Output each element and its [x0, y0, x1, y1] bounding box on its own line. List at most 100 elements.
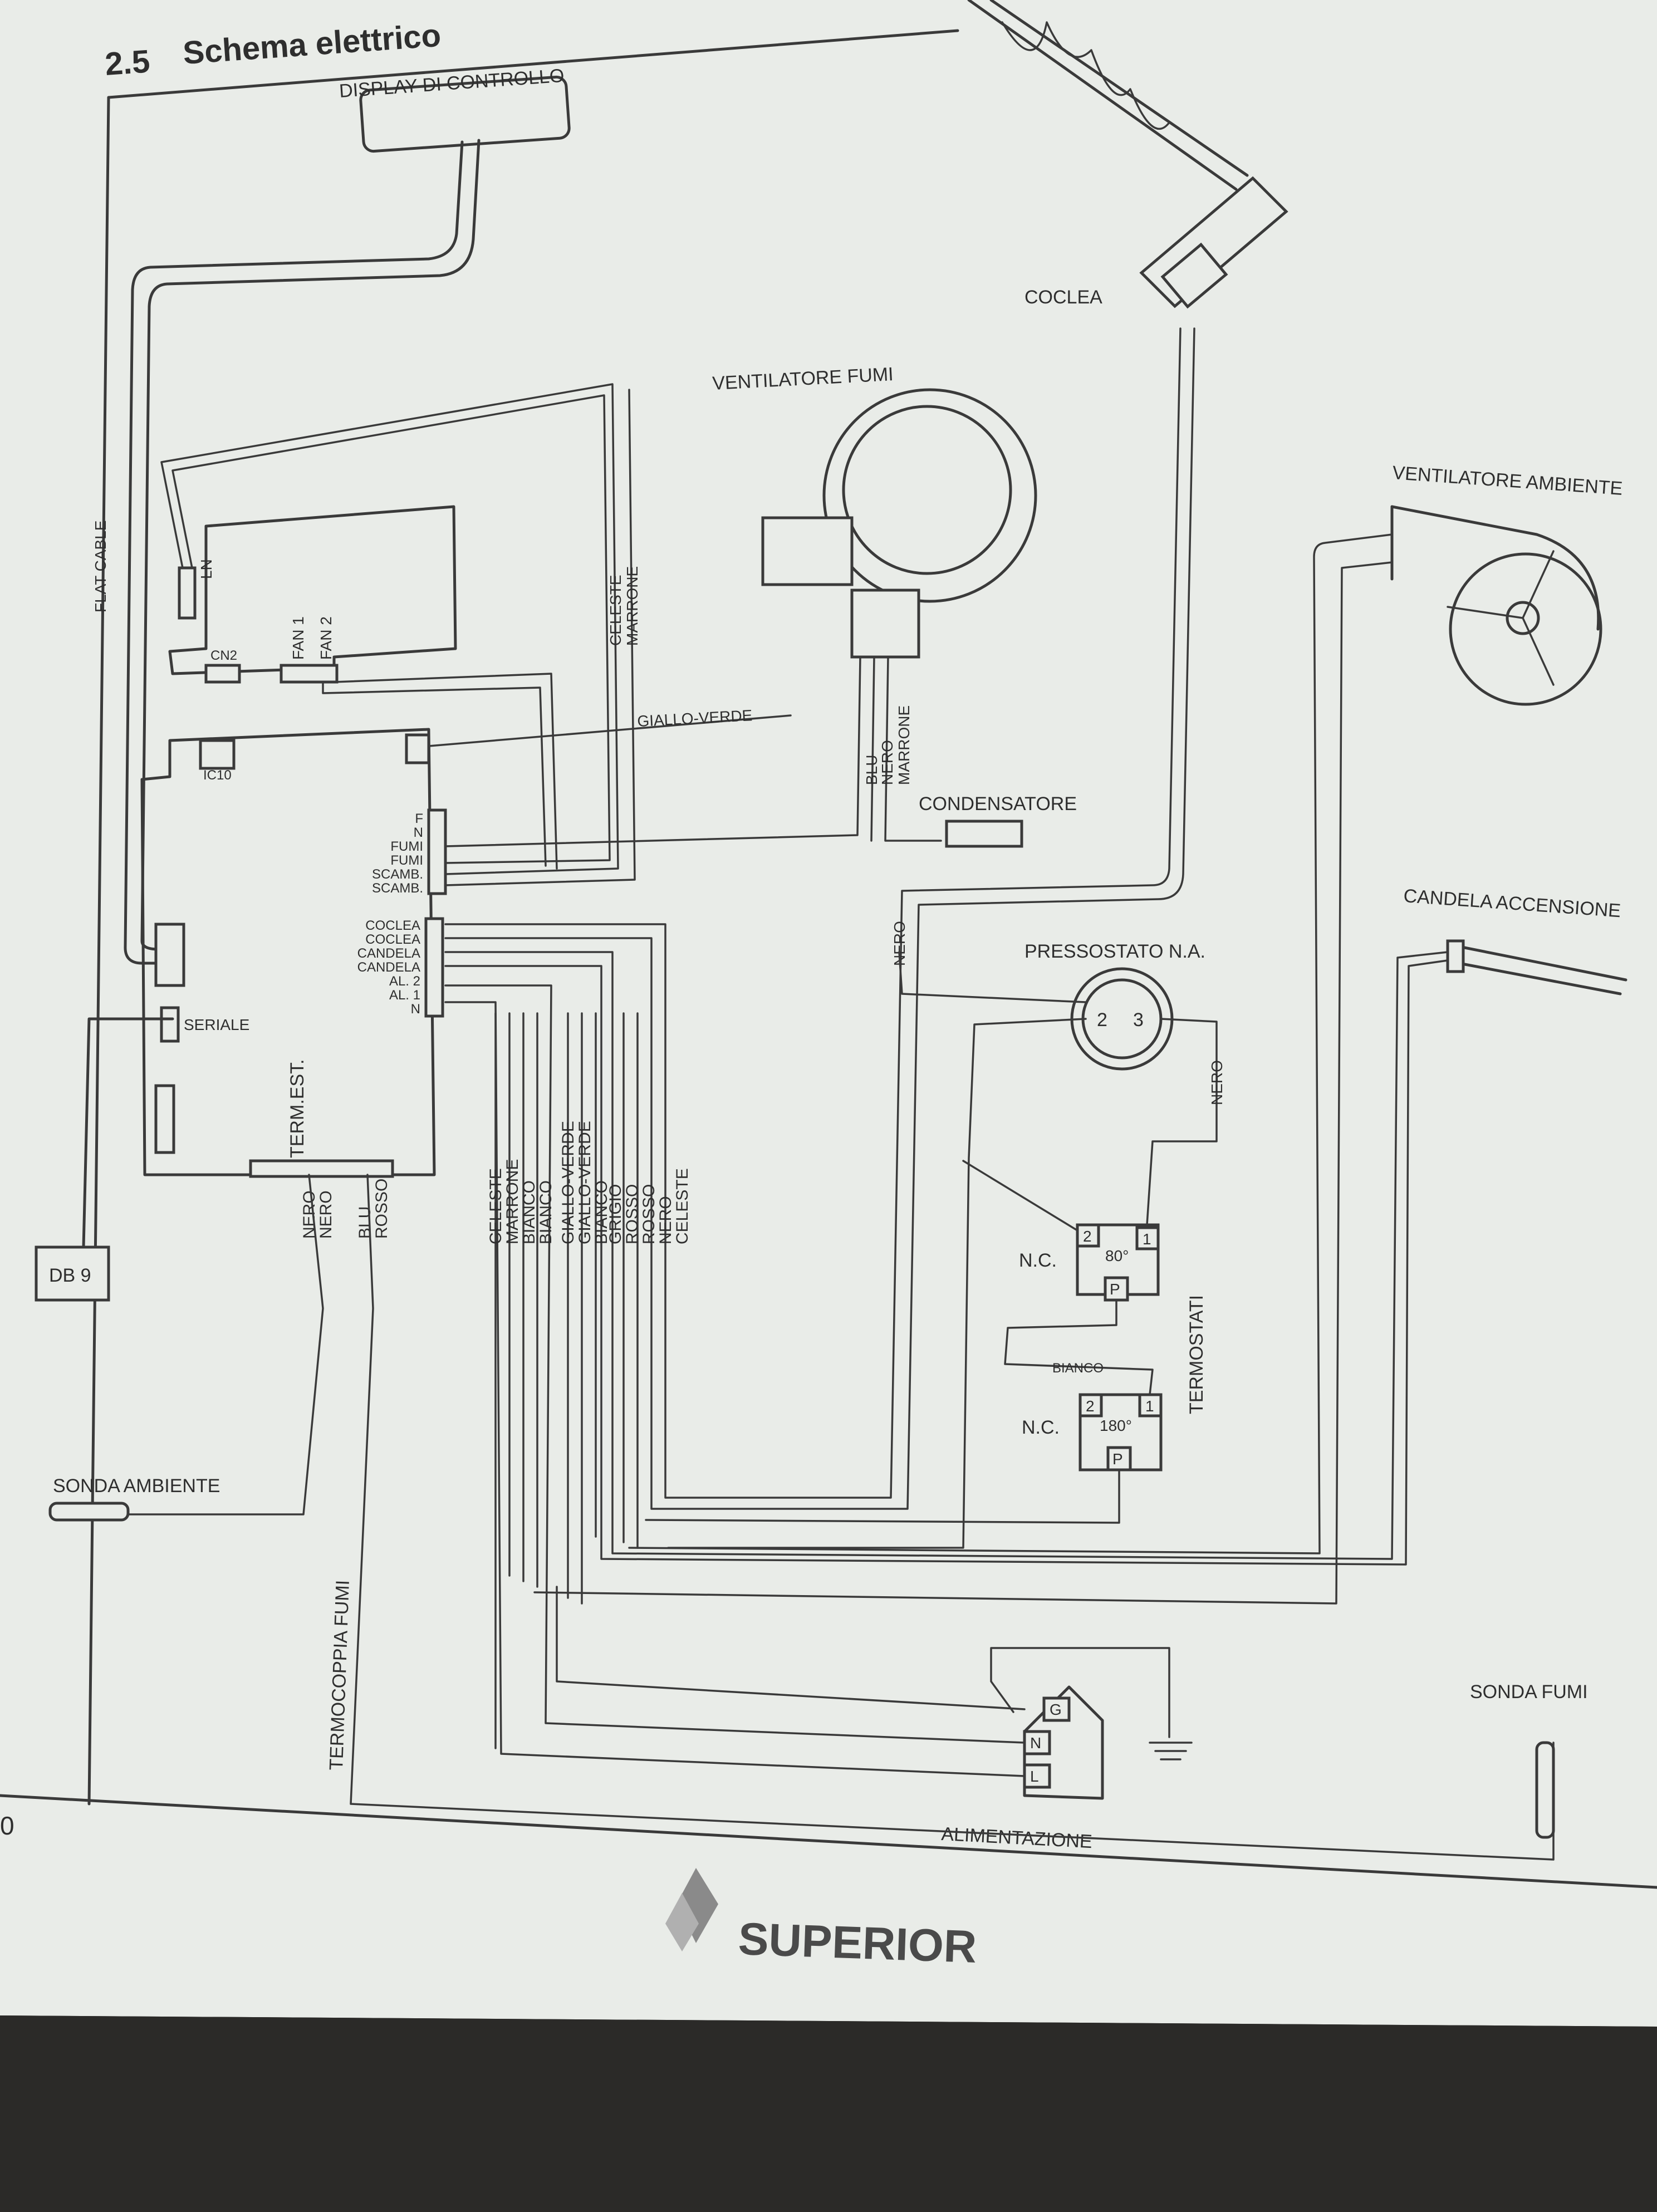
seriale-label: SERIALE [184, 1016, 249, 1033]
pressostato-term-3: 3 [1133, 1009, 1144, 1031]
bl-blu: BLU [356, 1206, 374, 1239]
termostati-label: TERMOSTATI [1186, 1295, 1207, 1414]
db9-connector [35, 1245, 110, 1302]
wire-loop-1 [160, 383, 619, 875]
power-n-label: N [1030, 1734, 1041, 1752]
control-board [140, 728, 436, 1176]
sonda-ambiente-label: SONDA AMBIENTE [53, 1475, 220, 1497]
wire-fan1 [333, 673, 558, 870]
terminal-n: N [414, 825, 423, 840]
cn2-connector [204, 664, 241, 684]
term-est-label: TERM.EST. [287, 1059, 308, 1158]
wire-flue-marrone [884, 656, 942, 842]
bw-grigio: GRIGIO [606, 1184, 625, 1244]
bl-nero-2: NERO [317, 1190, 335, 1239]
bw-nero: NERO [656, 1196, 675, 1244]
fan-wire-blu: BLU [863, 755, 880, 785]
terminal-n-lower: N [411, 1002, 420, 1017]
wire-thermo-in [962, 1160, 1078, 1232]
wire-press-in [898, 951, 1087, 1003]
thermostat-180-p [1106, 1446, 1132, 1472]
auger-shaft-top [967, 0, 1238, 191]
ln-connector [178, 566, 197, 620]
terminal-block-lower [424, 917, 444, 1018]
capacitor [945, 820, 1023, 848]
wire-giallo-verde [428, 714, 792, 747]
flat-cable-label: FLAT CABLE [92, 521, 109, 612]
auger-spiral [1001, 21, 1170, 130]
condensatore-label: CONDENSATORE [919, 793, 1077, 815]
term-est-connector [249, 1159, 394, 1178]
cn2-label: CN2 [210, 648, 237, 663]
auger-motor-fins [1160, 242, 1228, 309]
ic10-connector [199, 739, 236, 770]
igniter-body-2 [1457, 962, 1622, 995]
thermostat-180-temp: 180° [1100, 1417, 1132, 1434]
sonda-fumi-label: SONDA FUMI [1470, 1681, 1588, 1703]
thermostat-80-t1 [1135, 1226, 1160, 1250]
fan-wire-marrone: MARRONE [895, 705, 913, 785]
terminal-al2: AL. 2 [389, 974, 420, 989]
thermostat-80-term-1: 1 [1143, 1230, 1151, 1248]
fan-wire-nero: NERO [879, 740, 896, 785]
terminal-coclea-2: COCLEA [365, 932, 420, 947]
bianco-label: BIANCO [1052, 1361, 1104, 1376]
flue-fan-outlet [761, 516, 854, 586]
pressostato-label: PRESSOSTATO N.A. [1024, 941, 1205, 962]
bw-bianco-2: BIANCO [537, 1180, 555, 1244]
ln-label: LN [198, 559, 215, 579]
superior-logo: SUPERIOR [665, 1868, 978, 1973]
ground-symbol [1149, 1742, 1193, 1760]
thermostat-180-term-p: P [1112, 1450, 1123, 1468]
power-g-label: G [1050, 1701, 1062, 1718]
board-chip [154, 1084, 175, 1154]
border-top [107, 29, 959, 99]
terminal-fumi-1: FUMI [390, 839, 423, 854]
bottom-wire-labels: CELESTE MARRONE BIANCO BIANCO GIALLO-VER… [487, 1121, 692, 1244]
wire-fan2 [322, 681, 547, 867]
auger-shaft-bottom [989, 0, 1249, 177]
section-number: 2.5 [104, 43, 151, 82]
thermostat-180-t2 [1078, 1393, 1103, 1418]
bw-giallo-verde-1: GIALLO-VERDE [559, 1121, 577, 1244]
thermostat-180-term-1: 1 [1145, 1397, 1154, 1415]
room-probe [48, 1502, 130, 1522]
wire-power-ground [990, 1647, 1170, 1738]
thermostat-180-term-2: 2 [1086, 1397, 1095, 1415]
brand-name: SUPERIOR [737, 1914, 977, 1973]
thermostat-180-nc: N.C. [1022, 1417, 1060, 1438]
pressostato-term-2: 2 [1097, 1009, 1107, 1031]
wire-coclea-2 [444, 327, 1195, 1510]
wire-sonda-ambiente [127, 1174, 324, 1515]
bw-rosso-1: ROSSO [623, 1184, 641, 1244]
wire-power-n [444, 984, 1026, 1744]
top-wire-celeste: CELESTE [607, 575, 624, 646]
bw-marrone: MARRONE [503, 1159, 522, 1244]
table-surface [0, 2015, 1657, 2209]
wire-candela-2 [444, 959, 1449, 1566]
nero-label-2: NERO [1208, 1060, 1225, 1105]
pressure-switch-inner [1081, 978, 1163, 1060]
display-box [359, 75, 571, 153]
top-wire-marrone: MARRONE [624, 566, 641, 646]
wire-gv-power [556, 1586, 1026, 1710]
bw-bianco-1: BIANCO [520, 1180, 538, 1244]
wire-thermo-out [645, 1469, 1120, 1524]
bl-rosso: ROSSO [372, 1179, 391, 1239]
wire-room-fan-1 [628, 533, 1393, 1554]
wire-candela-1 [444, 951, 1449, 1560]
bw-bianco-3: BIANCO [592, 1180, 611, 1244]
wire-power-l [444, 1001, 1026, 1777]
bw-rosso-2: ROSSO [640, 1184, 658, 1244]
bottom-wire-bundle [494, 1012, 639, 1749]
terminal-block-upper [427, 808, 447, 895]
igniter-connector [1446, 939, 1465, 973]
thermostat-80-t2 [1076, 1223, 1100, 1248]
terminal-f: F [415, 811, 423, 826]
terminal-fumi-2: FUMI [390, 853, 423, 868]
paper [0, 0, 1657, 2027]
terminal-candela-1: CANDELA [357, 946, 420, 961]
fan1-label: FAN 1 [290, 616, 307, 660]
